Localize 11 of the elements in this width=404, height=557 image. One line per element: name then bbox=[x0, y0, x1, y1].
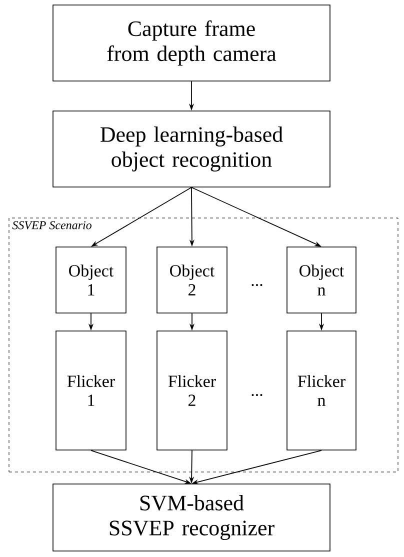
process-box: Capture frame from depth camera bbox=[52, 4, 330, 82]
flicker-box: Flicker 1 bbox=[56, 330, 126, 450]
object-box: Object 2 bbox=[156, 246, 228, 314]
process-box: Deep learning-based object recognition bbox=[52, 110, 330, 188]
object-box: Object 1 bbox=[56, 246, 126, 314]
object-box: Object n bbox=[286, 246, 356, 314]
flicker-box: Flicker 2 bbox=[156, 330, 228, 450]
ellipsis-label: ... bbox=[252, 394, 262, 396]
flicker-box: Flicker n bbox=[286, 330, 356, 450]
process-box: SVM-based SSVEP recognizer bbox=[52, 484, 330, 552]
ellipsis-label: ... bbox=[252, 284, 262, 286]
